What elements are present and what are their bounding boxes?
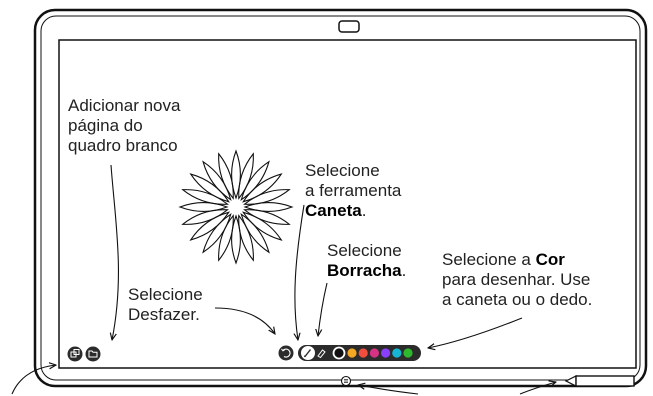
color-purple-button[interactable]: [381, 348, 391, 358]
color-cyan-button[interactable]: [392, 348, 402, 358]
label-add-page-line3: quadro branco: [68, 136, 178, 155]
camera-icon: [338, 20, 360, 33]
arrow-home: [358, 385, 419, 395]
flower-petal: [243, 189, 291, 205]
label-color-bold: Cor: [535, 250, 565, 269]
add-page-icon: [70, 349, 80, 358]
add-page-button[interactable]: [67, 346, 83, 362]
arrow-stylus: [519, 382, 556, 395]
callout-arrows: [11, 164, 556, 395]
label-eraser-bold: Borracha: [327, 261, 402, 280]
device-frame: [33, 8, 648, 388]
color-pink-button[interactable]: [369, 348, 379, 358]
label-add-page-line2: página do: [68, 116, 143, 135]
pen-icon: [303, 349, 312, 358]
label-undo-line1: Selecione: [128, 285, 203, 304]
label-add-page-line1: Adicionar nova: [68, 96, 181, 115]
label-pen-line2: a ferramenta: [305, 181, 402, 200]
color-black-button[interactable]: [332, 346, 346, 360]
label-pen-rest: .: [361, 201, 367, 220]
label-color-line3: a caneta ou o dedo.: [442, 290, 593, 309]
files-icon: [88, 350, 98, 358]
files-button[interactable]: [85, 346, 101, 362]
label-pen-bold: Caneta: [305, 201, 362, 220]
label-color-start: Selecione a: [442, 250, 536, 269]
arrow-add-page: [111, 164, 119, 340]
color-orange-button[interactable]: [347, 348, 357, 358]
pen-tool-button[interactable]: [301, 346, 315, 360]
label-eraser-line1: Selecione: [327, 241, 402, 260]
home-button[interactable]: [340, 375, 352, 387]
label-color: Selecione a Cor para desenhar. Use a can…: [442, 250, 592, 310]
arrow-pen: [295, 204, 305, 340]
label-eraser: Selecione Borracha.: [327, 241, 406, 281]
label-add-page: Adicionar nova página do quadro branco: [68, 96, 180, 156]
color-red-button[interactable]: [358, 348, 368, 358]
screen: [58, 39, 637, 369]
label-undo: Selecione Desfazer.: [128, 285, 203, 325]
arrow-color: [428, 317, 523, 348]
flower-drawing: [178, 149, 294, 265]
eraser-icon: [317, 349, 326, 359]
label-eraser-rest: .: [401, 261, 407, 280]
label-undo-line2: Desfazer.: [128, 305, 200, 324]
stylus-icon: [564, 375, 635, 387]
arrow-undo: [214, 307, 275, 334]
arrow-frame-left: [11, 365, 56, 395]
label-color-line2: para desenhar. Use: [442, 270, 591, 289]
device-frame-inner: [40, 15, 641, 381]
label-pen: Selecione a ferramenta Caneta.: [305, 161, 401, 221]
arrow-eraser: [318, 282, 328, 336]
undo-button[interactable]: [278, 345, 294, 361]
eraser-tool-button[interactable]: [317, 349, 326, 359]
color-green-button[interactable]: [403, 348, 413, 358]
label-pen-line1: Selecione: [305, 161, 380, 180]
home-icon: [344, 379, 348, 383]
